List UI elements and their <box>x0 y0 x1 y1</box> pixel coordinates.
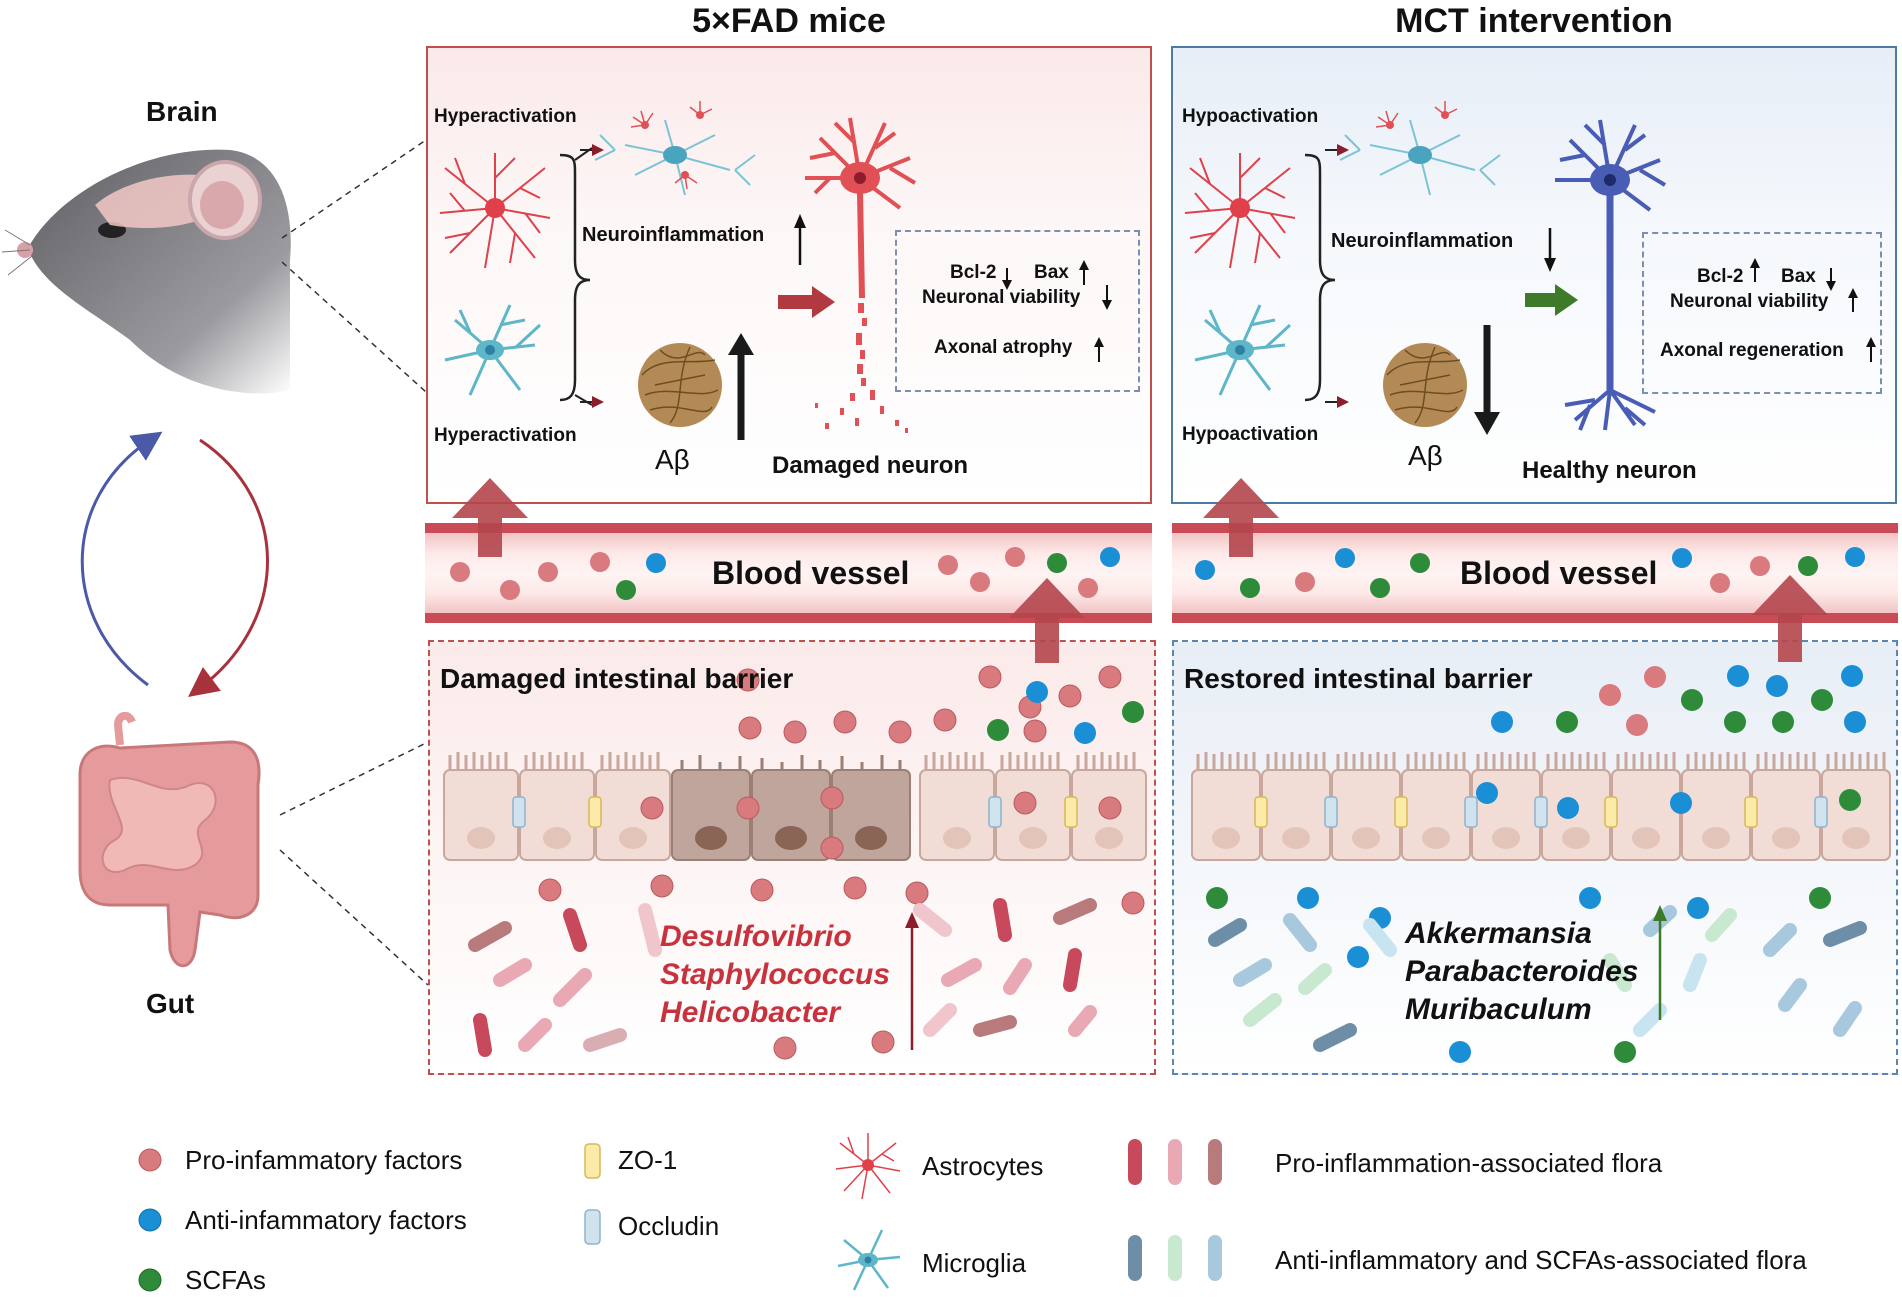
gut-label: Gut <box>146 988 195 1019</box>
occludin-legend-label: Occludin <box>618 1211 720 1241</box>
microglia-icon-left <box>444 304 542 396</box>
pro-bacteria-list: Desulfovibrio Staphylococcus Helicobacte… <box>660 918 890 1032</box>
transport-arrow-vessel-left <box>1009 578 1085 663</box>
neuronal-viability-label-left: Neuronal viability <box>922 287 1081 308</box>
activated-glia-cluster-right <box>1339 101 1501 196</box>
healthy-neuron-label: Healthy neuron <box>1522 457 1697 484</box>
neuron-marker-box-left <box>895 230 1140 392</box>
abeta-label-right: Aβ <box>1408 440 1443 471</box>
pro-flora-legend-icon <box>1128 1139 1222 1185</box>
brain-panel-5xfad <box>426 46 1152 504</box>
gut-particles-left <box>538 665 1145 1060</box>
title-5xfad: 5×FAD mice <box>692 2 886 40</box>
transport-arrow-vessel-right <box>1752 575 1828 662</box>
occludin-legend-icon <box>584 1209 601 1245</box>
healthy-neuron-illustration <box>1555 119 1667 431</box>
gut-particles-right <box>1206 665 1866 1063</box>
scfa-legend-label: SCFAs <box>185 1265 266 1295</box>
astrocyte-icon-right <box>1184 153 1296 269</box>
axonal-atrophy-label: Axonal atrophy <box>934 337 1073 358</box>
restored-barrier-title: Restored intestinal barrier <box>1184 663 1533 694</box>
neuroinflammation-label-right: Neuroinflammation <box>1331 230 1514 252</box>
gut-anti-particles-left <box>987 681 1144 744</box>
astrocyte-icon-left <box>439 153 551 269</box>
amyloid-plaque-right <box>1383 343 1467 427</box>
neuroinflammation-label-left: Neuroinflammation <box>582 224 765 246</box>
vessel-particles-left <box>450 547 1120 600</box>
bacteria-name: Parabacteroides <box>1405 955 1639 988</box>
transport-arrow-brain-left <box>452 478 528 557</box>
transport-arrow-brain-right <box>1203 478 1279 557</box>
zo1-legend-icon <box>584 1143 601 1179</box>
anti-factor-legend-label: Anti-infammatory factors <box>185 1205 467 1235</box>
anti-flora-legend-icon <box>1128 1235 1222 1281</box>
bacteria-name: Desulfovibrio <box>660 920 852 953</box>
astrocyte-legend-icon <box>835 1133 901 1200</box>
bax-label-left: Bax <box>1034 262 1069 283</box>
bax-label-right: Bax <box>1781 266 1816 287</box>
brain-panel-mct <box>1171 46 1897 504</box>
hyperactivation-bottom-label: Hyperactivation <box>434 425 577 446</box>
anti-factor-legend-icon <box>138 1208 162 1232</box>
blood-vessel-label-left: Blood vessel <box>712 555 910 591</box>
pro-flora-legend-label: Pro-inflammation-associated flora <box>1275 1148 1663 1178</box>
axonal-regeneration-label: Axonal regeneration <box>1660 340 1844 361</box>
bcl2-label-right: Bcl-2 <box>1697 266 1744 287</box>
bacteria-name: Muribaculum <box>1405 993 1592 1026</box>
neuron-marker-box-right <box>1642 232 1882 394</box>
damaged-neuron-label: Damaged neuron <box>772 452 969 479</box>
pro-factor-legend-label: Pro-infammatory factors <box>185 1145 463 1175</box>
hypoactivation-top-label: Hypoactivation <box>1182 106 1319 127</box>
bacteria-name: Akkermansia <box>1405 917 1592 950</box>
hyperactivation-top-label: Hyperactivation <box>434 106 577 127</box>
legend-icons <box>138 1133 1222 1292</box>
damaged-neuron-illustration <box>805 117 917 433</box>
mouse-head-illustration <box>1 149 291 394</box>
gut-illustration <box>78 711 261 968</box>
pro-flora-left <box>468 898 1097 1057</box>
anti-flora-legend-label: Anti-inflammatory and SCFAs-associated f… <box>1275 1245 1807 1275</box>
beneficial-bacteria-list: Akkermansia Parabacteroides Muribaculum <box>1405 915 1638 1029</box>
brain-label: Brain <box>146 96 218 127</box>
bacteria-name: Staphylococcus <box>660 958 891 991</box>
zo1-legend-label: ZO-1 <box>618 1145 678 1175</box>
hypoactivation-bottom-label: Hypoactivation <box>1182 424 1319 445</box>
abeta-label-left: Aβ <box>655 444 690 475</box>
damaged-barrier-title: Damaged intestinal barrier <box>440 663 794 694</box>
blood-vessel-label-right: Blood vessel <box>1460 555 1658 591</box>
epithelium-right <box>1191 752 1891 861</box>
pro-factor-legend-icon <box>138 1148 162 1172</box>
vessel-particles-right <box>1195 547 1865 598</box>
neuronal-viability-label-right: Neuronal viability <box>1670 291 1829 312</box>
title-mct: MCT intervention <box>1395 2 1673 40</box>
anti-flora-right <box>1208 905 1867 1052</box>
microglia-legend-label: Microglia <box>922 1248 1027 1278</box>
amyloid-plaque-left <box>638 343 722 427</box>
epithelium-left <box>443 752 1147 861</box>
scfa-legend-icon <box>138 1268 162 1292</box>
activated-glia-cluster-left <box>594 101 756 196</box>
bcl2-label-left: Bcl-2 <box>950 262 997 283</box>
microglia-icon-right <box>1194 304 1292 396</box>
astrocyte-legend-label: Astrocytes <box>922 1151 1044 1181</box>
bacteria-name: Helicobacter <box>660 996 841 1029</box>
microglia-legend-icon <box>837 1229 901 1291</box>
